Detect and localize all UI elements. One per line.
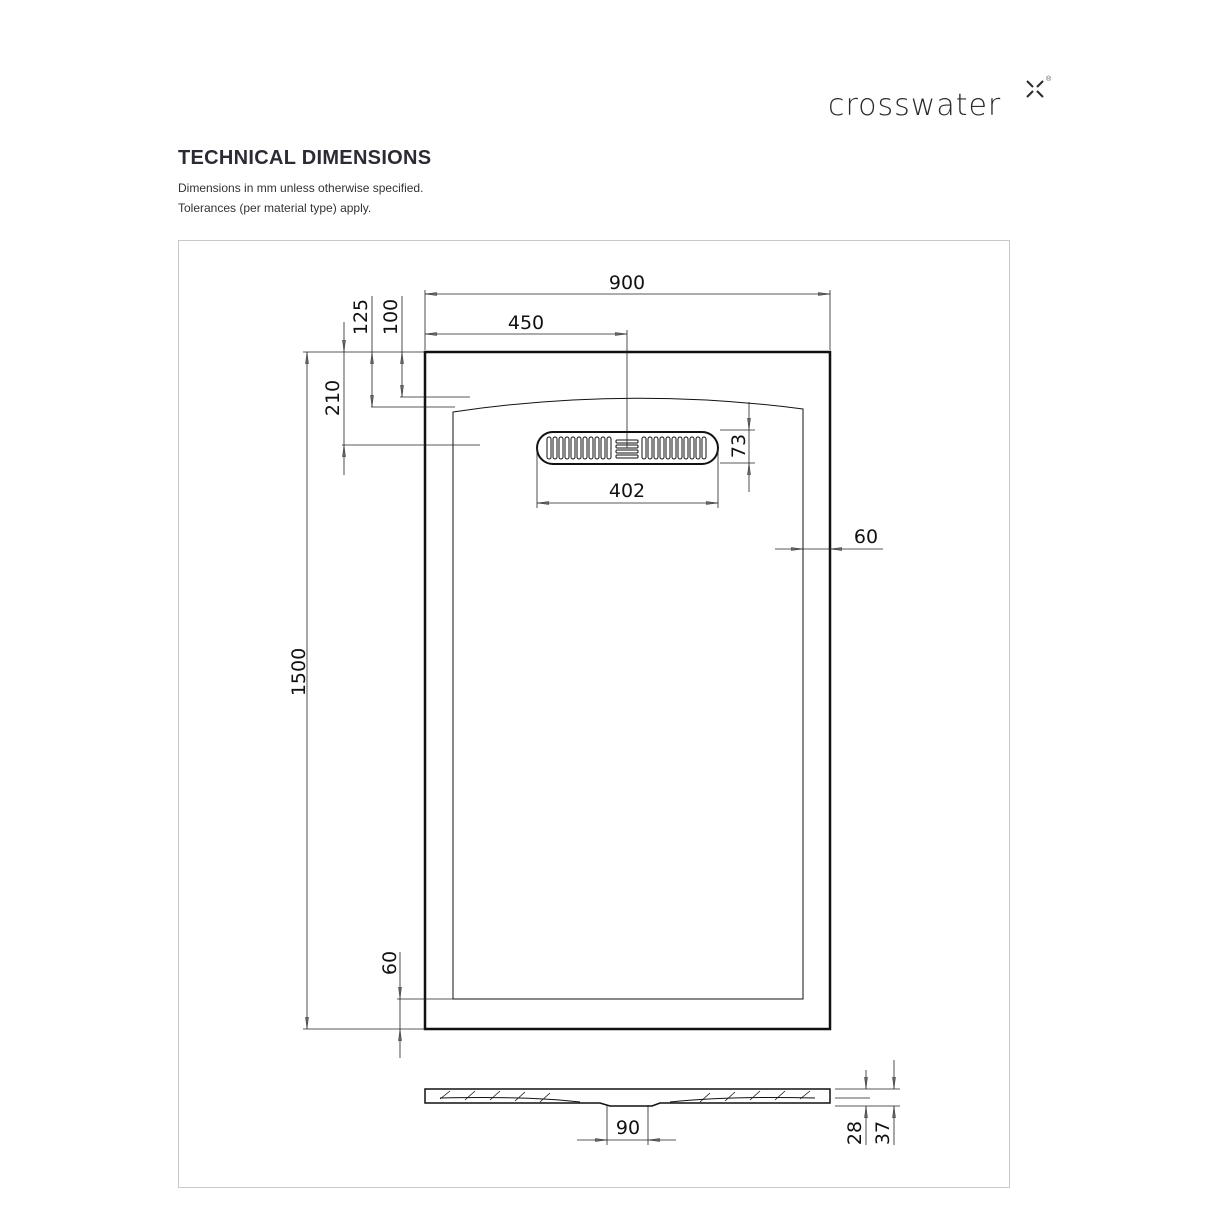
dim-bottom-rim: 60 <box>379 951 401 975</box>
dim-waste-offset: 450 <box>508 312 544 334</box>
tray-plan-view <box>423 350 832 1031</box>
dim-top-offset-b: 100 <box>380 299 402 335</box>
registered-mark: ® <box>1046 76 1052 83</box>
tray-section-view <box>424 1060 900 1145</box>
waste-grate <box>536 431 719 465</box>
dim-edge-height: 28 <box>844 1121 866 1145</box>
dim-overall-width: 900 <box>609 272 645 294</box>
x-mark-icon <box>1026 80 1044 98</box>
dim-total-height: 37 <box>872 1121 894 1145</box>
dim-grate-length: 402 <box>609 480 645 502</box>
dim-overall-length: 1500 <box>288 648 310 696</box>
units-note: Dimensions in mm unless otherwise specif… <box>178 181 424 195</box>
tolerance-note: Tolerances (per material type) apply. <box>178 201 372 215</box>
logo-text: crosswater <box>828 88 1002 123</box>
dim-waste-diameter: 90 <box>616 1117 640 1139</box>
page-title: TECHNICAL DIMENSIONS <box>178 147 432 169</box>
dim-grate-width: 73 <box>728 434 750 458</box>
dimension-lines <box>303 290 883 1058</box>
dim-top-offset-a: 125 <box>350 299 372 335</box>
drawing-frame <box>178 240 1010 1188</box>
dim-top-to-waste: 210 <box>322 380 344 416</box>
dim-side-rim: 60 <box>854 526 878 548</box>
